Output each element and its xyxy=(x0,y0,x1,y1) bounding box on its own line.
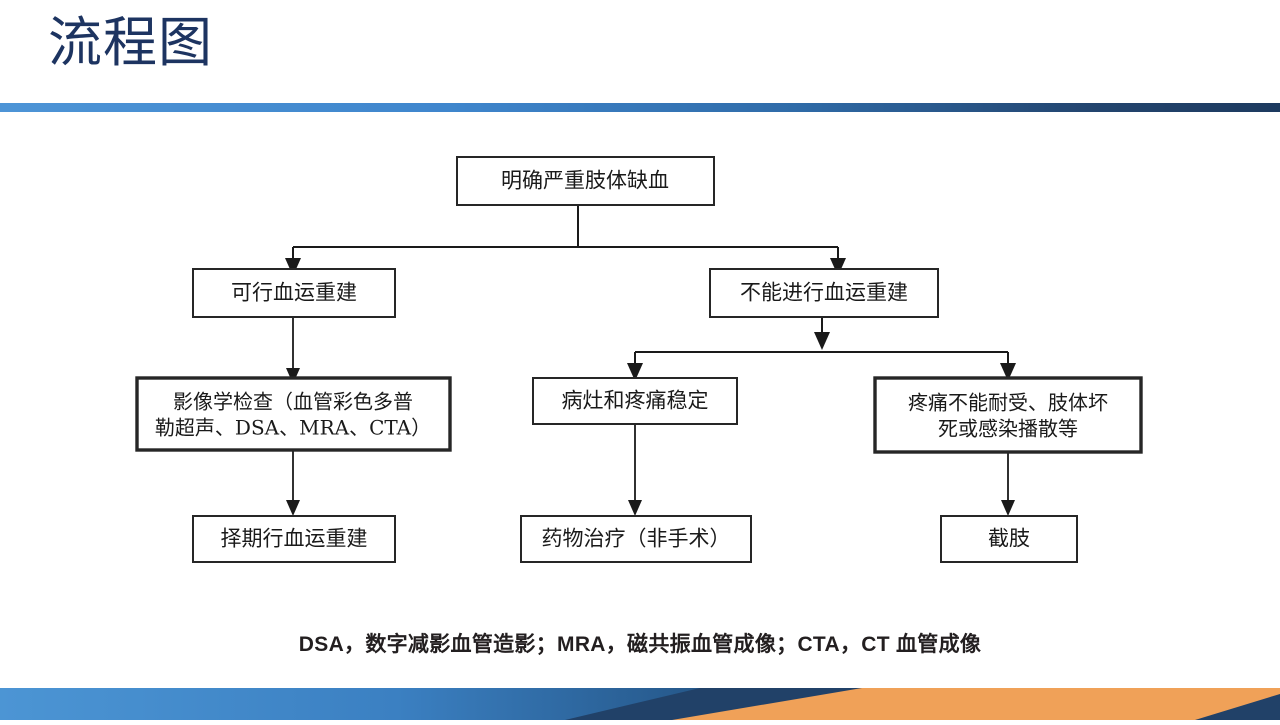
arrow-head-left xyxy=(285,258,301,276)
node-label-line2: 死或感染播散等 xyxy=(938,417,1078,441)
flow-node-n5[interactable]: 病灶和疼痛稳定 xyxy=(532,377,738,425)
footer-decoration-svg xyxy=(0,688,1280,720)
node-box xyxy=(873,376,1143,454)
arrow-head-left xyxy=(627,363,643,381)
node-box xyxy=(940,515,1078,563)
edge-n2-to-n4 xyxy=(286,317,300,384)
node-label-line2: 勒超声、DSA、MRA、CTA） xyxy=(155,416,431,440)
flow-node-n9[interactable]: 截肢 xyxy=(940,515,1078,563)
node-box xyxy=(520,515,752,563)
node-label: 择期行血运重建 xyxy=(221,527,368,551)
node-label-line1: 影像学检查（血管彩色多普 xyxy=(173,390,413,414)
node-label: 不能进行血运重建 xyxy=(740,281,908,305)
footer-navy-corner xyxy=(1195,694,1280,720)
edge-n5-to-n8 xyxy=(628,424,642,516)
arrow-head-center xyxy=(814,332,830,350)
footer-decoration xyxy=(0,680,1280,720)
flow-node-n4[interactable]: 影像学检查（血管彩色多普 勒超声、DSA、MRA、CTA） xyxy=(135,376,452,452)
node-box xyxy=(135,376,452,452)
node-label: 病灶和疼痛稳定 xyxy=(562,389,709,413)
arrow-head-right xyxy=(1000,363,1016,381)
node-label-line1: 疼痛不能耐受、肢体坏 xyxy=(908,391,1108,415)
arrow-head xyxy=(286,500,300,516)
node-label: 明确严重肢体缺血 xyxy=(501,169,669,193)
node-box xyxy=(192,515,396,563)
node-box xyxy=(709,268,939,318)
node-label: 可行血运重建 xyxy=(231,281,357,305)
node-box xyxy=(532,377,738,425)
footer-navy-wedge xyxy=(565,688,880,720)
edge-n1-to-children xyxy=(285,205,846,276)
arrow-head xyxy=(1001,500,1015,516)
arrow-head xyxy=(286,368,300,384)
edge-n6-to-n9 xyxy=(1001,452,1015,516)
page-title: 流程图 xyxy=(48,13,213,73)
footer-orange-band xyxy=(672,688,1280,720)
title-divider xyxy=(0,103,1280,112)
footer-blue-band xyxy=(0,688,720,720)
arrow-head-right xyxy=(830,258,846,276)
flow-node-n7[interactable]: 择期行血运重建 xyxy=(192,515,396,563)
edge-n3-to-children xyxy=(627,317,1016,381)
node-box xyxy=(192,268,396,318)
chart-caption: DSA，数字减影血管造影；MRA，磁共振血管成像；CTA，CT 血管成像 xyxy=(298,633,982,656)
edge-n4-to-n7 xyxy=(286,450,300,516)
flow-node-n2[interactable]: 可行血运重建 xyxy=(192,268,396,318)
flowchart-container: 明确严重肢体缺血 可行血运重建 不能进行血运重建 影像学检查（血管彩色多普 勒超… xyxy=(0,112,1280,612)
flow-node-n6[interactable]: 疼痛不能耐受、肢体坏 死或感染播散等 xyxy=(873,376,1143,454)
node-label: 截肢 xyxy=(988,527,1030,551)
flow-node-n8[interactable]: 药物治疗（非手术） xyxy=(520,515,752,563)
flow-node-n3[interactable]: 不能进行血运重建 xyxy=(709,268,939,318)
flowchart-svg: 明确严重肢体缺血 可行血运重建 不能进行血运重建 影像学检查（血管彩色多普 勒超… xyxy=(135,156,1143,563)
arrow-head xyxy=(628,500,642,516)
flow-node-n1[interactable]: 明确严重肢体缺血 xyxy=(456,156,715,206)
node-box xyxy=(456,156,715,206)
node-label: 药物治疗（非手术） xyxy=(542,527,731,551)
